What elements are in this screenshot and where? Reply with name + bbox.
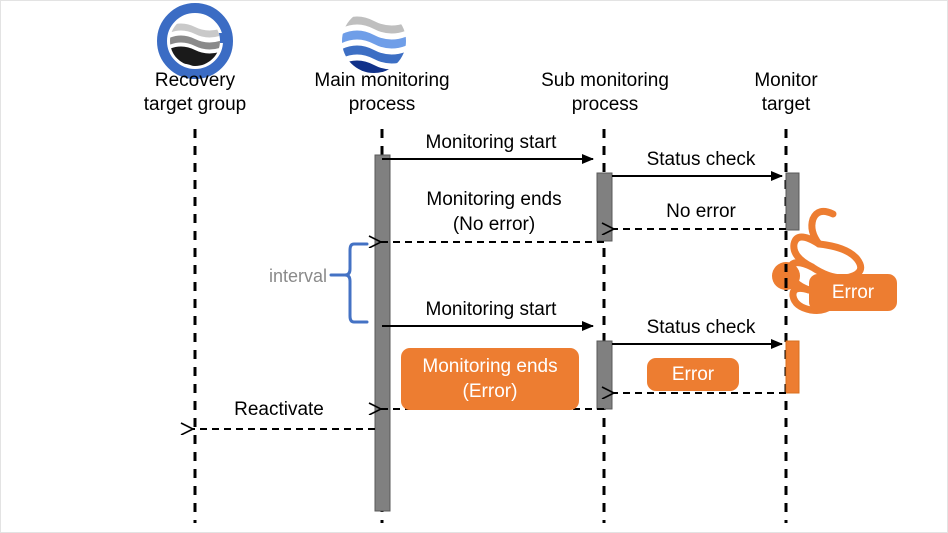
interval-brace <box>329 242 369 324</box>
activation-sub-2 <box>596 340 613 410</box>
message-label-monitoring-start-1: Monitoring start <box>425 132 557 153</box>
badge-error-callout: Error <box>809 274 897 311</box>
lifeline-header-sub: Sub monitoring process <box>541 70 669 115</box>
activation-target-1 <box>785 172 800 231</box>
message-label-monitoring-ends-no-error: Monitoring ends (No error) <box>426 189 562 235</box>
activation-sub-1 <box>596 172 613 242</box>
message-label-reactivate: Reactivate <box>234 399 324 420</box>
badge-error-response: Error <box>647 358 739 391</box>
message-label-monitoring-start-2: Monitoring start <box>425 299 557 320</box>
activation-target-error <box>785 340 800 394</box>
lifeline-header-main: Main monitoring process <box>314 70 450 115</box>
interval-label: interval <box>268 266 327 286</box>
message-label-status-check-2: Status check <box>646 317 756 338</box>
g-globe-icon <box>157 3 233 79</box>
message-label-no-error: No error <box>666 201 736 222</box>
activation-main <box>374 154 391 512</box>
lifeline-header-recovery: Recovery target group <box>143 70 247 115</box>
lifeline-header-monitor-target: Monitor target <box>754 70 818 115</box>
message-label-status-check-1: Status check <box>646 149 756 170</box>
badge-monitoring-ends-error: Monitoring ends (Error) <box>401 348 579 410</box>
error-dot-icon <box>772 262 800 290</box>
blue-globe-icon <box>342 9 406 73</box>
